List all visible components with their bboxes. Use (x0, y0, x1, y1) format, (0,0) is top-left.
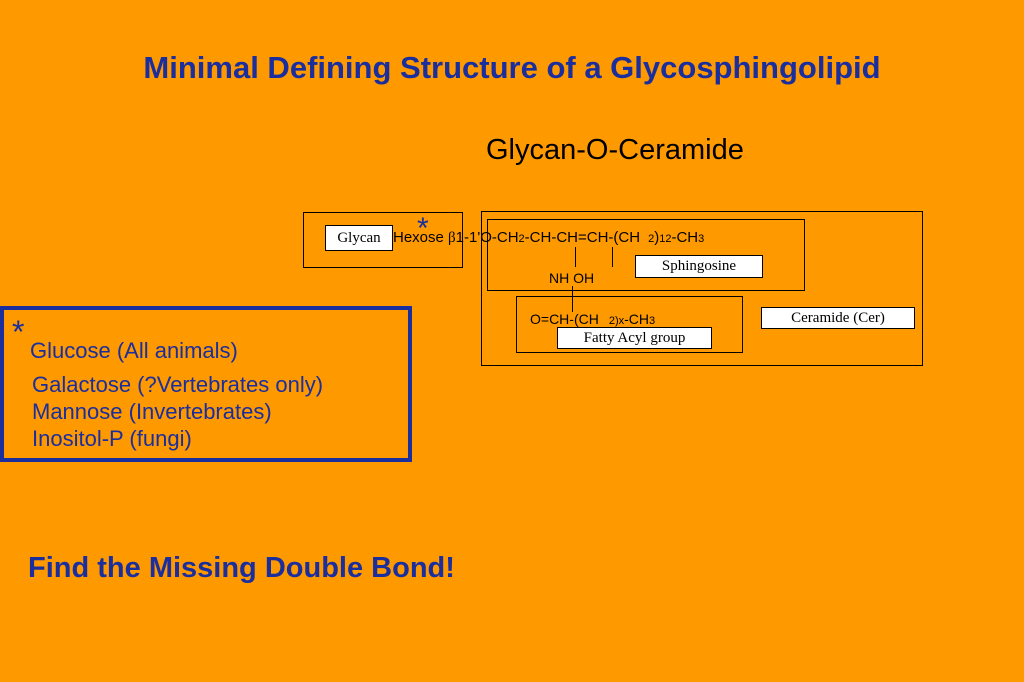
beta-symbol: β (448, 230, 456, 246)
footer-prompt: Find the Missing Double Bond! (28, 552, 455, 584)
subscript-2: 2 (648, 233, 655, 245)
subscript-x: )x (614, 315, 625, 327)
sphingosine-label: Sphingosine (635, 255, 763, 278)
fatty-acyl-label: Fatty Acyl group (557, 327, 712, 349)
subscript-3: 3 (698, 233, 705, 245)
hexose-list-box: * Glucose (All animals) Galactose (?Vert… (0, 306, 412, 462)
linkage-text: 1-1'O-CH (455, 229, 519, 246)
subscript-12: 12 (659, 233, 672, 245)
list-star-marker: * (12, 314, 25, 350)
list-item: Glucose (All animals) (30, 338, 238, 363)
nh-bond-line (575, 247, 576, 267)
ceramide-group-box (481, 211, 923, 366)
amide-bond-line (572, 286, 573, 312)
hexose-text: Hexose (393, 229, 449, 246)
methyl-text: -CH (671, 229, 699, 246)
fatty-prefix-text: O=CH-(CH (530, 311, 599, 327)
hexose-star-marker: * (417, 212, 429, 245)
list-item: Mannose (Invertebrates) (32, 399, 272, 424)
page-title: Minimal Defining Structure of a Glycosph… (143, 50, 881, 85)
fatty-methyl-text: -CH (624, 311, 650, 327)
subscript-2: 2 (608, 315, 615, 327)
subscript-2: 2 (518, 233, 525, 245)
list-item: Galactose (?Vertebrates only) (32, 372, 324, 397)
list-item: Inositol-P (fungi) (32, 426, 192, 451)
fatty-acyl-group-box (516, 296, 743, 353)
ceramide-label: Ceramide (Cer) (761, 307, 915, 329)
subscript-3: 3 (649, 315, 656, 327)
sphingosine-group-box (487, 219, 805, 291)
chain-text: -CH-CH=CH-(CH (524, 229, 641, 246)
page-subtitle: Glycan-O-Ceramide (486, 134, 744, 166)
fatty-acyl-formula: O=CH-(CH 2)x-CH3 (530, 311, 655, 327)
glycan-label: Glycan (325, 225, 393, 251)
glycan-group-box (303, 212, 463, 268)
paren-text: ) (654, 229, 660, 246)
oh-bond-line (612, 247, 613, 267)
nh-oh-groups: NH OH (549, 270, 595, 286)
